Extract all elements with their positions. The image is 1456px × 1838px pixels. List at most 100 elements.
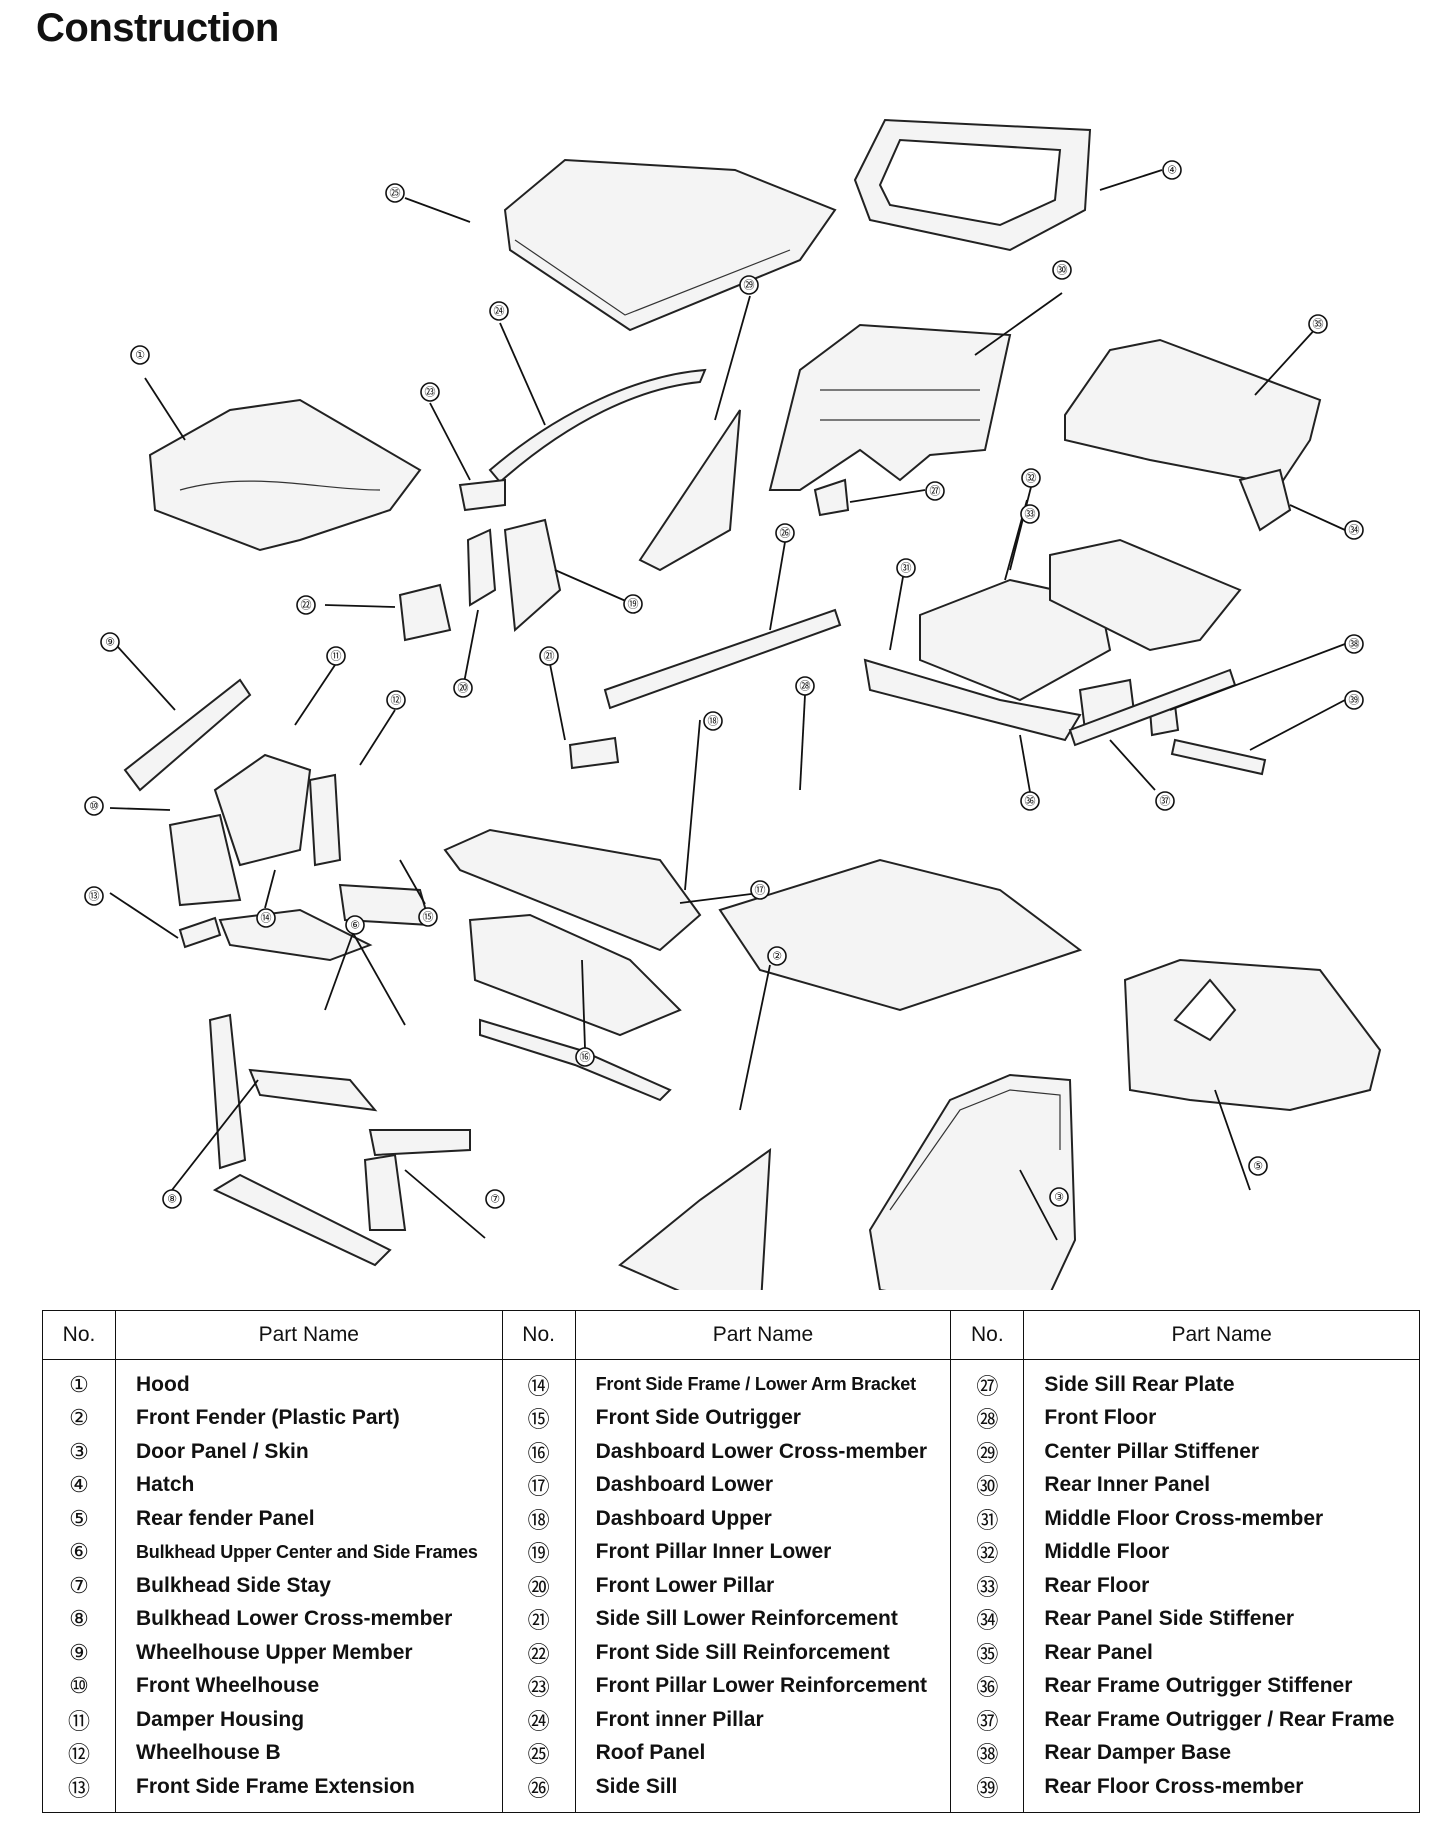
part-number: ㉔ xyxy=(501,1703,576,1737)
svg-text:⑭: ⑭ xyxy=(261,912,272,925)
callout-13: ⑬ xyxy=(84,886,104,906)
svg-text:⑥: ⑥ xyxy=(350,919,360,932)
svg-text:⑲: ⑲ xyxy=(628,598,639,611)
svg-text:⑬: ⑬ xyxy=(89,890,100,903)
part-name: Hatch xyxy=(115,1468,503,1502)
part-number: ⑰ xyxy=(501,1468,576,1502)
part-number: ⑨ xyxy=(42,1636,116,1670)
part-name: Wheelhouse B xyxy=(115,1736,503,1770)
part-name: Front Pillar Inner Lower xyxy=(575,1535,952,1569)
part-name: Door Panel / Skin xyxy=(115,1435,503,1469)
svg-text:㉓: ㉓ xyxy=(425,386,436,399)
part-number: ㊲ xyxy=(950,1703,1025,1737)
bulkhead-upper-center-part xyxy=(248,1068,378,1112)
col-no-3: No. xyxy=(950,1310,1025,1360)
callout-18: ⑱ xyxy=(703,711,723,731)
part-name: Front Fender (Plastic Part) xyxy=(115,1401,503,1435)
svg-text:㉗: ㉗ xyxy=(930,485,941,498)
wheelhouse-upper-member-part xyxy=(123,678,252,792)
callout-14: ⑭ xyxy=(256,908,276,928)
callout-38: ㊳ xyxy=(1344,634,1364,654)
svg-text:②: ② xyxy=(772,950,782,963)
callout-19: ⑲ xyxy=(623,594,643,614)
part-name: Front Side Frame Extension xyxy=(115,1770,503,1813)
dashboard-lower-cross-member-part xyxy=(479,1018,672,1102)
part-name: Rear Frame Outrigger / Rear Frame xyxy=(1023,1703,1420,1737)
svg-text:㉚: ㉚ xyxy=(1057,264,1068,277)
wheelhouse-b-part xyxy=(308,773,342,867)
part-number: ⑪ xyxy=(42,1703,116,1737)
part-number: ㉟ xyxy=(950,1636,1025,1670)
front-fender-part xyxy=(618,1147,772,1290)
svg-text:㉞: ㉞ xyxy=(1349,524,1360,537)
part-number: ㉛ xyxy=(950,1502,1025,1536)
part-name: Wheelhouse Upper Member xyxy=(115,1636,503,1670)
page-title: Construction xyxy=(36,6,279,50)
svg-text:⑰: ⑰ xyxy=(755,884,766,897)
part-number: ① xyxy=(42,1359,116,1402)
callout-6: ⑥ xyxy=(345,915,365,935)
svg-text:㊳: ㊳ xyxy=(1349,638,1360,651)
svg-text:⑫: ⑫ xyxy=(391,694,402,707)
front-floor-part xyxy=(718,858,1083,1012)
col-part-name-1: Part Name xyxy=(115,1310,503,1360)
part-name: Rear Frame Outrigger Stiffener xyxy=(1023,1669,1420,1703)
callout-33: ㉝ xyxy=(1020,504,1040,524)
side-sill-rear-plate-part xyxy=(813,478,850,517)
part-number: ㉙ xyxy=(950,1435,1025,1469)
front-inner-pillar-part xyxy=(488,368,707,484)
svg-text:④: ④ xyxy=(1167,164,1177,177)
part-number: ㊱ xyxy=(950,1669,1025,1703)
svg-text:⑱: ⑱ xyxy=(708,715,719,728)
part-number: ③ xyxy=(42,1435,116,1469)
callout-32: ㉜ xyxy=(1021,468,1041,488)
bulkhead-upper-side-frame-part xyxy=(368,1129,471,1157)
part-name: Rear Inner Panel xyxy=(1023,1468,1420,1502)
callout-29: ㉙ xyxy=(739,275,759,295)
rear-fender-panel-part xyxy=(1123,958,1382,1112)
callout-25: ㉕ xyxy=(385,183,405,203)
callout-27: ㉗ xyxy=(925,481,945,501)
col-part-name-3: Part Name xyxy=(1023,1310,1420,1360)
svg-text:⑮: ⑮ xyxy=(423,911,434,924)
callout-35: ㉟ xyxy=(1308,314,1328,334)
part-name: Damper Housing xyxy=(115,1703,503,1737)
svg-text:㉑: ㉑ xyxy=(544,650,555,663)
part-name: Middle Floor Cross-member xyxy=(1023,1502,1420,1536)
callout-26: ㉖ xyxy=(775,523,795,543)
svg-text:㉔: ㉔ xyxy=(494,305,505,318)
callout-1: ① xyxy=(130,345,150,365)
svg-text:㊴: ㊴ xyxy=(1349,694,1360,707)
part-number: ㉚ xyxy=(950,1468,1025,1502)
part-name: Rear fender Panel xyxy=(115,1502,503,1536)
dashboard-upper-part xyxy=(443,828,702,952)
svg-text:㉟: ㉟ xyxy=(1313,318,1324,331)
front-side-frame-extension-part xyxy=(178,916,222,949)
part-number: ㉕ xyxy=(501,1736,576,1770)
svg-text:⑳: ⑳ xyxy=(458,682,469,695)
col-no-1: No. xyxy=(42,1310,116,1360)
svg-text:⑪: ⑪ xyxy=(331,650,342,663)
callout-7: ⑦ xyxy=(485,1189,505,1209)
svg-text:㉛: ㉛ xyxy=(901,562,912,575)
rear-floor-cross-member-part xyxy=(1170,738,1267,776)
part-number: ㉝ xyxy=(950,1569,1025,1603)
part-name: Front Side Sill Reinforcement xyxy=(575,1636,952,1670)
part-number: ⑦ xyxy=(42,1569,116,1603)
callout-3: ③ xyxy=(1049,1187,1069,1207)
callout-22: ㉒ xyxy=(296,595,316,615)
part-name: Rear Damper Base xyxy=(1023,1736,1420,1770)
part-number: ㉑ xyxy=(501,1602,576,1636)
part-number: ㉘ xyxy=(950,1401,1025,1435)
parts-table-header: No. Part Name No. Part Name No. Part Nam… xyxy=(42,1310,1420,1360)
part-number: ㉗ xyxy=(950,1359,1025,1402)
part-name: Side Sill Lower Reinforcement xyxy=(575,1602,952,1636)
part-number: ⑲ xyxy=(501,1535,576,1569)
svg-text:㉘: ㉘ xyxy=(800,680,811,693)
svg-text:⑯: ⑯ xyxy=(580,1051,591,1064)
part-name: Dashboard Lower xyxy=(575,1468,952,1502)
